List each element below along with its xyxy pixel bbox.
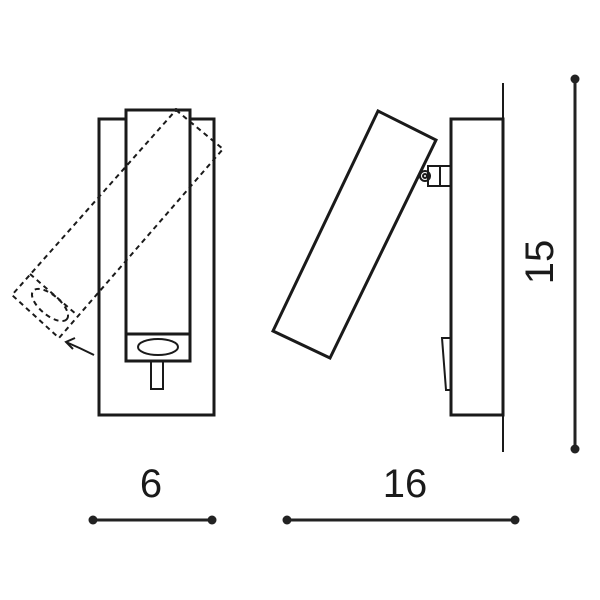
front-view xyxy=(10,108,225,417)
lens-ellipse xyxy=(137,338,179,356)
tilted-lamp-arm xyxy=(270,108,438,360)
side-plate xyxy=(449,117,505,417)
dimension-label-height: 15 xyxy=(518,240,562,285)
side-view xyxy=(270,83,505,452)
hinge-joint xyxy=(419,165,452,187)
dimension-label-depth: 16 xyxy=(383,462,428,506)
arm-stem xyxy=(150,360,164,390)
rotation-arrow-icon xyxy=(64,337,95,356)
dimension-height: 15 xyxy=(518,74,580,454)
rotated-arm-outline xyxy=(10,108,225,340)
dimension-width: 6 xyxy=(88,462,217,525)
dimension-depth: 16 xyxy=(282,462,520,525)
rocker-switch xyxy=(440,337,452,391)
dimension-label-width: 6 xyxy=(140,462,162,506)
